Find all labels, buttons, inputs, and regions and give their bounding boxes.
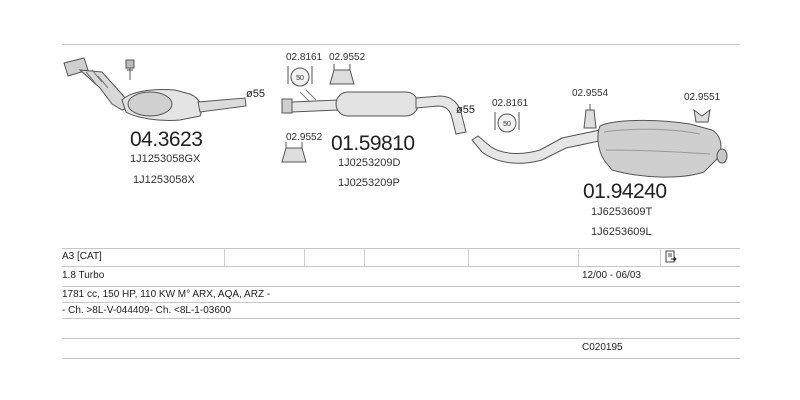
years-cell: 12/00 - 06/03 xyxy=(582,270,641,281)
part-number-cat[interactable]: 04.3623 xyxy=(130,128,203,151)
hanger-02-8161-a-drawing xyxy=(287,66,313,87)
accessory-code-02-9554[interactable]: 02.9554 xyxy=(572,88,609,99)
clamp-size-label-b: 50 xyxy=(503,121,511,128)
hanger-02-9552-b-drawing xyxy=(281,142,307,163)
accessory-code-02-8161-b[interactable]: 02.8161 xyxy=(492,98,529,109)
catalogue-code-cell: C020195 xyxy=(582,342,623,353)
accessory-code-02-9552-b[interactable]: 02.9552 xyxy=(286,132,323,143)
hanger-02-8161-b-drawing xyxy=(494,112,520,133)
oe-ref-middle-2: 1J0253209P xyxy=(338,177,400,189)
exhaust-system-diagram: 50 50 xyxy=(63,57,728,178)
part-number-middle[interactable]: 01.59810 xyxy=(331,132,415,155)
oe-ref-cat-2: 1J1253058X xyxy=(133,174,195,186)
oe-ref-rear-2: 1J6253609L xyxy=(591,226,652,238)
model-cell: A3 [CAT] xyxy=(62,251,102,262)
accessory-code-02-9551[interactable]: 02.9551 xyxy=(684,92,721,103)
clamp-size-label-a: 50 xyxy=(296,75,304,82)
chassis-cell: - Ch. >8L-V-044409- Ch. <8L-1-03600 xyxy=(62,305,231,316)
accessory-code-02-9552-a[interactable]: 02.9552 xyxy=(329,52,366,63)
engine-cell: 1.8 Turbo xyxy=(62,270,105,281)
diameter-label-1: ø55 xyxy=(246,88,265,100)
hanger-02-9554-drawing xyxy=(583,104,597,129)
document-arrow-icon[interactable] xyxy=(664,250,678,269)
oe-ref-middle-1: 1J0253209D xyxy=(338,157,401,169)
top-rule xyxy=(62,44,740,45)
oe-ref-cat-1: 1J1253058GX xyxy=(130,153,201,165)
middle-silencer-drawing xyxy=(281,89,467,135)
hanger-02-9551-drawing xyxy=(693,108,711,123)
spec-cell: 1781 cc, 150 HP, 110 KW M° ARX, AQA, ARZ… xyxy=(62,289,271,300)
diameter-label-2: ø55 xyxy=(456,104,475,116)
oe-ref-rear-1: 1J6253609T xyxy=(591,206,653,218)
accessory-code-02-8161-a[interactable]: 02.8161 xyxy=(286,52,323,63)
part-number-rear[interactable]: 01.94240 xyxy=(583,180,667,203)
rear-silencer-drawing xyxy=(471,119,728,178)
hanger-02-9552-a-drawing xyxy=(329,64,355,85)
catalytic-converter-drawing xyxy=(63,57,247,121)
